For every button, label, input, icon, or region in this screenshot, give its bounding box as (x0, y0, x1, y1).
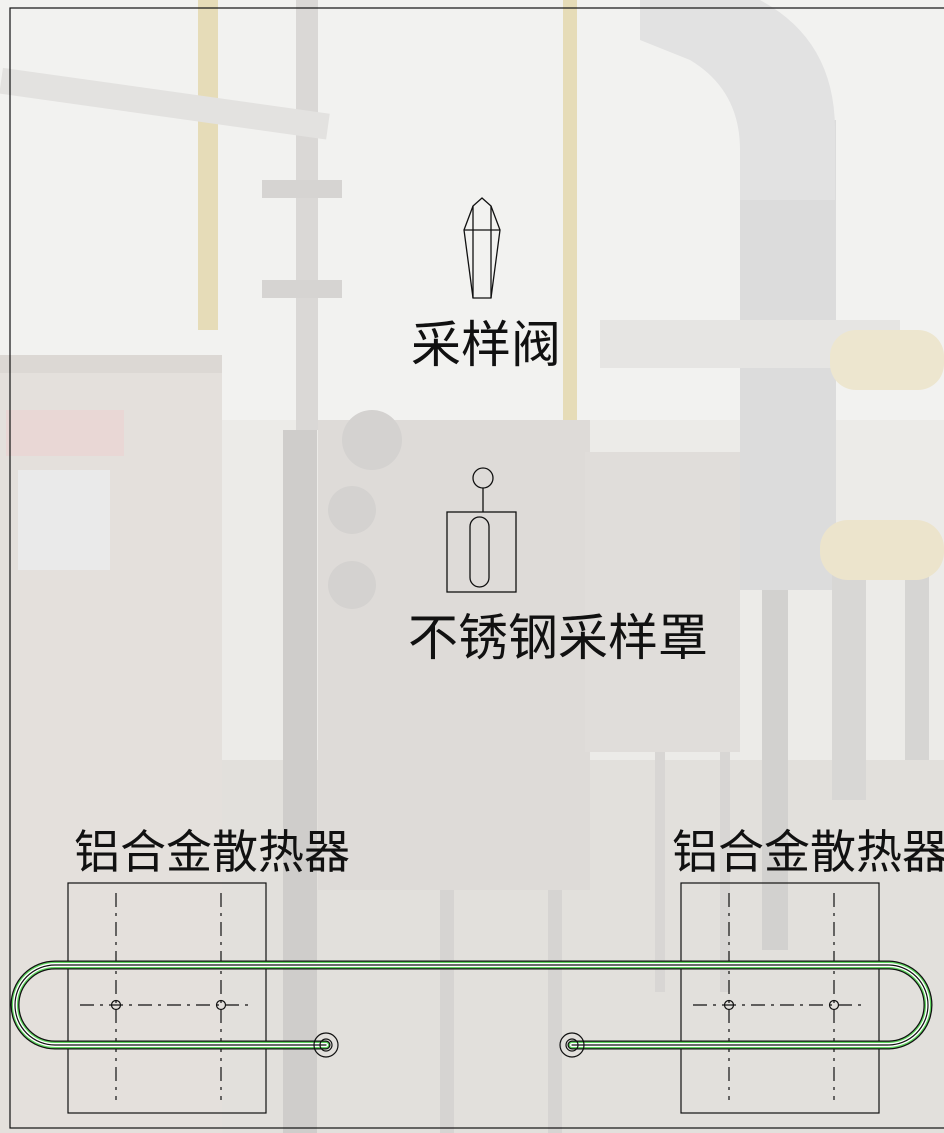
tube-end-right (559, 1032, 585, 1058)
radiator-right (680, 882, 880, 1114)
drawing-frame (9, 7, 944, 1129)
sampling-hood-label: 不锈钢采样罩 (408, 609, 708, 667)
cooling-tube-loop (10, 960, 933, 1050)
radiator-left-label: 铝合金散热器 (74, 825, 350, 879)
sampling-valve-symbol (463, 197, 501, 299)
tube-end-left (313, 1032, 339, 1058)
radiator-right-label: 铝合金散热器 (672, 825, 944, 879)
radiator-left (67, 882, 267, 1114)
sampling-valve-label: 采样阀 (411, 316, 561, 374)
sampling-hood-symbol (446, 467, 517, 593)
